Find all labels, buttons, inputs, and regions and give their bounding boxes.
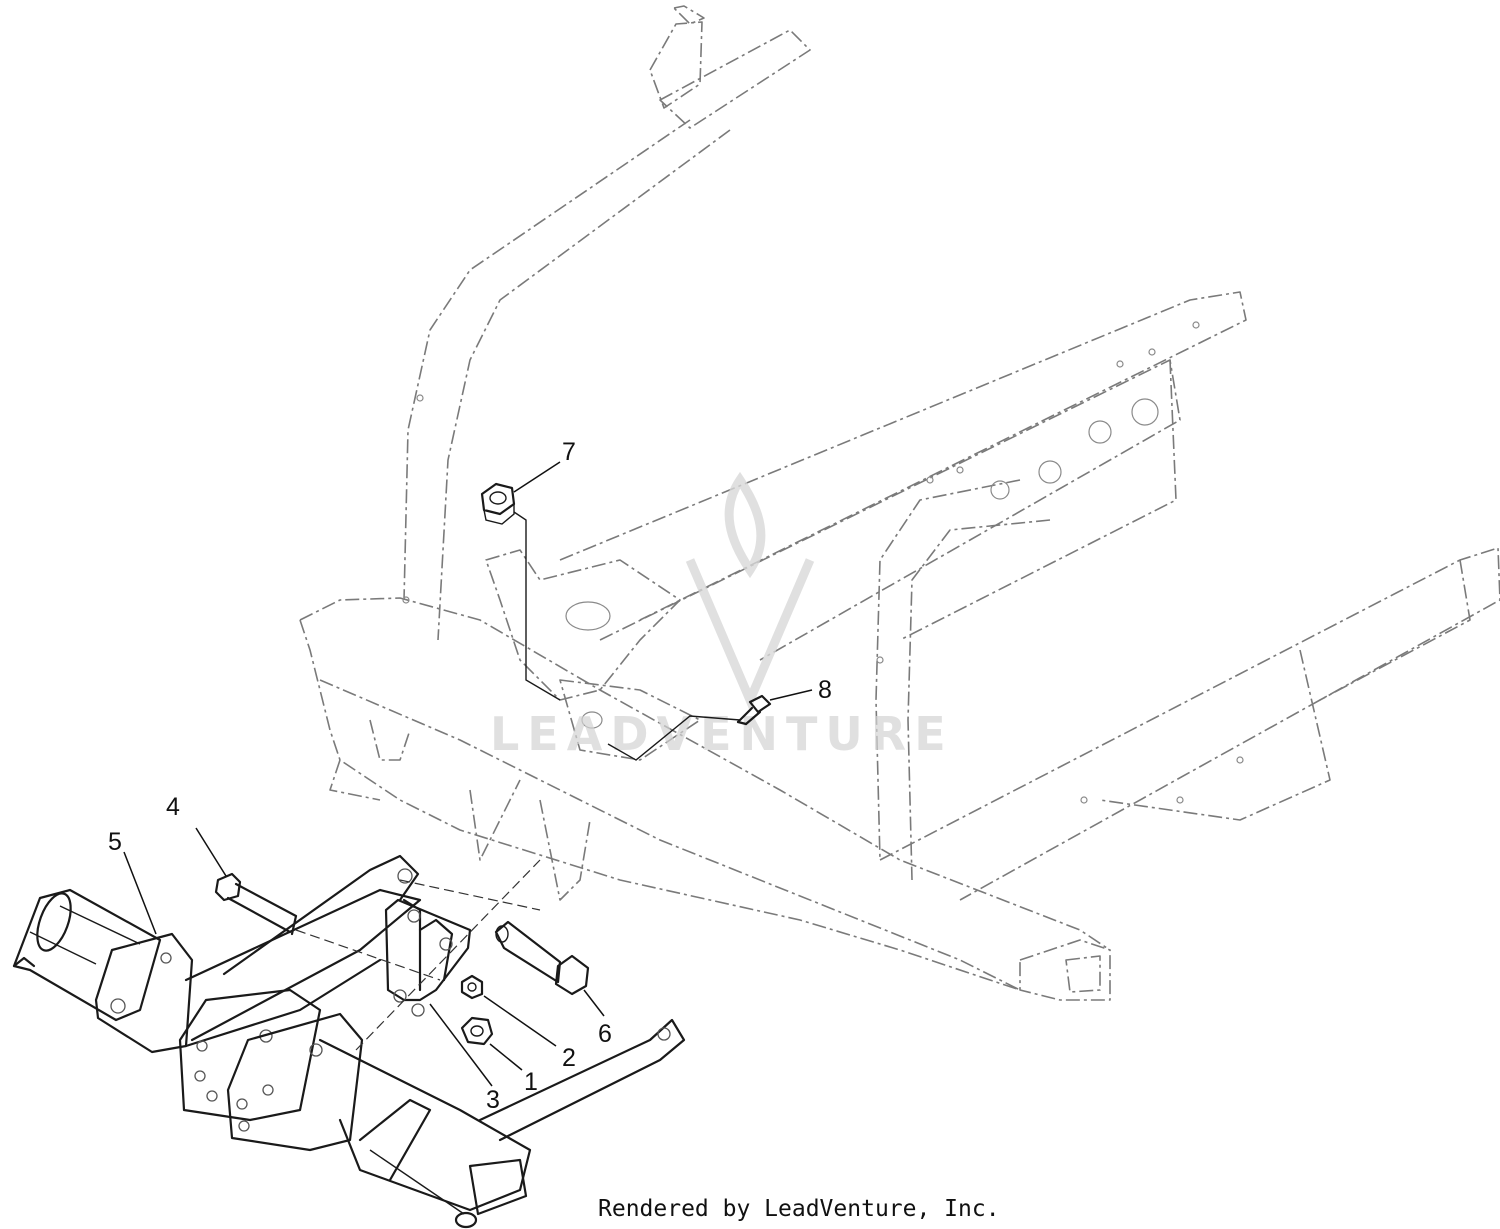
watermark-text: LEADVENTURE — [490, 707, 954, 761]
callout-3: 3 — [486, 1086, 500, 1114]
part-4-long-bolt — [214, 872, 298, 936]
part-3-bracket — [384, 898, 472, 1017]
callout-4: 4 — [166, 793, 180, 821]
part-8-bolt — [736, 694, 772, 726]
part-5-front-bracket-assembly — [12, 854, 686, 1229]
watermark-logo-icon — [685, 471, 815, 712]
assembly-lines — [295, 511, 741, 1051]
callout-6: 6 — [598, 1020, 612, 1048]
footer-credit: Rendered by LeadVenture, Inc. — [598, 1196, 1000, 1222]
callout-1: 1 — [524, 1068, 538, 1096]
part-6-hex-bolt — [494, 920, 590, 996]
callout-5: 5 — [108, 828, 122, 856]
tractor-frame — [299, 5, 1500, 1001]
callout-8: 8 — [818, 676, 832, 704]
part-2-nut — [460, 974, 484, 1000]
part-7-hex-nut — [480, 482, 516, 525]
callout-leaders — [123, 461, 813, 1087]
callout-2: 2 — [562, 1044, 576, 1072]
part-1-flange-nut — [460, 1016, 494, 1046]
callout-7: 7 — [562, 438, 576, 466]
